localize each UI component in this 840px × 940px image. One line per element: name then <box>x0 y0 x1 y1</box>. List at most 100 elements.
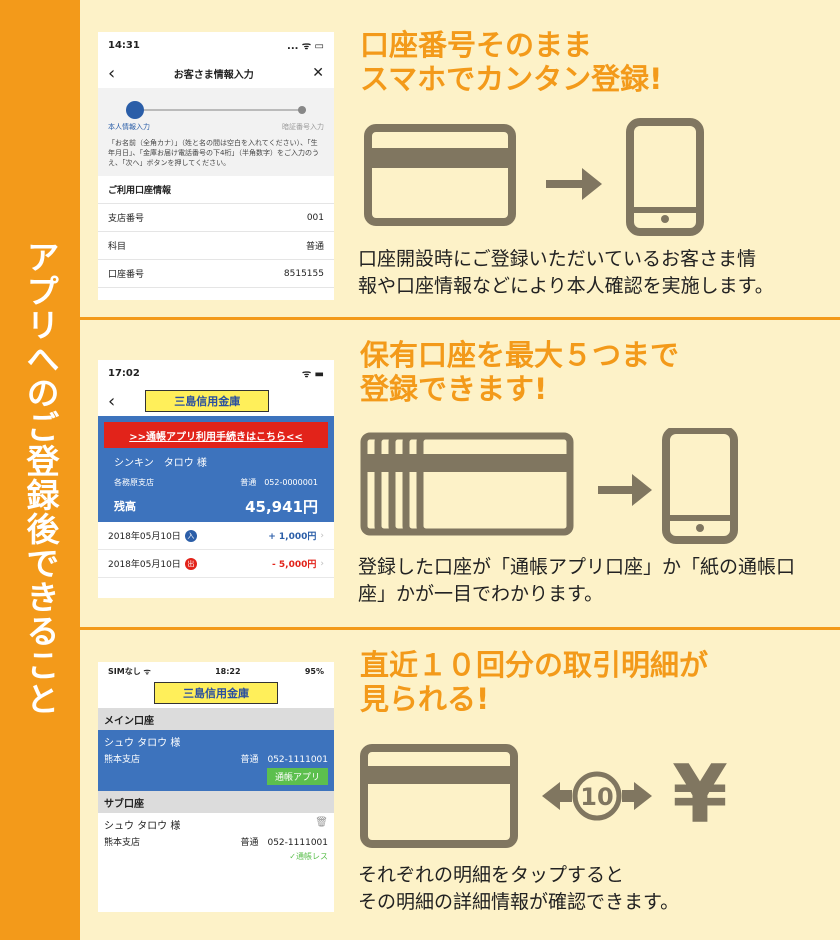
row-label: 科目 <box>108 242 127 252</box>
divider <box>80 627 840 630</box>
info-panel: 本人情報入力 暗証番号入力 「お名前（全角カナ）」（姓と名の間は空白を入れてくだ… <box>98 88 334 176</box>
smartphone-icon <box>626 118 704 236</box>
sidebar: アプリへのご登録後できること <box>0 0 80 940</box>
sub-account-title: サブ口座 <box>98 791 334 813</box>
nav-bar: ‹ お客さま情報入力 ✕ <box>98 58 334 88</box>
app-procedure-link[interactable]: >>通帳アプリ利用手続きはこちら<< <box>104 422 328 448</box>
arrow-left-icon <box>542 782 572 810</box>
main-account-card[interactable]: シュウ タロウ 様 熊本支店 普通 052-1111001 通帳アプリ <box>98 730 334 791</box>
back-icon[interactable]: ‹ <box>108 62 116 84</box>
status-icons: ... ᯤ ▭ <box>287 41 324 52</box>
account-holder: シュウ タロウ 様 <box>104 738 181 749</box>
section3-description: それぞれの明細をタップすると その明細の詳細情報が確認できます。 <box>358 864 680 913</box>
sub-holder-row: シュウ タロウ 様 🗑 <box>104 817 328 835</box>
passbook-app-button[interactable]: 通帳アプリ <box>266 768 328 785</box>
account-info-row: 熊本支店 普通 052-1111001 <box>104 752 328 768</box>
branch-name: 熊本支店 <box>104 838 141 848</box>
divider <box>80 317 840 320</box>
feature-section-2: 17:02 ᯤ ▬ ‹ 三島信用金庫 >>通帳アプリ利用手続きはこちら<< シン… <box>80 318 840 628</box>
account-info-row: 各務原支店 普通 052-0000001 <box>104 474 328 490</box>
branch-name: 熊本支店 <box>104 755 141 765</box>
count-badge <box>572 771 622 821</box>
multiple-cards-icon <box>360 432 574 536</box>
phone-screenshot-2: 17:02 ᯤ ▬ ‹ 三島信用金庫 >>通帳アプリ利用手続きはこちら<< シン… <box>98 360 334 598</box>
sub-account-card[interactable]: シュウ タロウ 様 🗑 熊本支店 普通 052-1111001 ✓通帳レス <box>98 813 334 866</box>
phone-screenshot-1: 14:31 ... ᯤ ▭ ‹ お客さま情報入力 ✕ 本人情報入力 暗証番号入力… <box>98 32 334 300</box>
account-number: 普通 052-1111001 <box>240 838 328 848</box>
step1-label: 本人情報入力 <box>108 123 150 131</box>
step-progress <box>108 98 324 122</box>
status-bar: SIMなし ᯤ 18:22 95% <box>98 662 334 680</box>
close-icon[interactable]: ✕ <box>312 65 324 81</box>
card-history-yen-icon: 10 ¥ <box>360 744 728 848</box>
main-account-title: メイン口座 <box>98 708 334 730</box>
balance-label: 残高 <box>114 500 136 513</box>
chevron-right-icon: › <box>320 558 324 569</box>
sidebar-title: アプリへのご登録後できること <box>21 240 60 716</box>
section3-heading: 直近１０回分の取引明細が 見られる! <box>360 648 709 716</box>
transaction-date: 2018年05月10日 <box>108 560 181 570</box>
section-head-label: ご利用口座情報 <box>108 186 172 196</box>
status-time: 17:02 <box>108 367 140 379</box>
step-labels: 本人情報入力 暗証番号入力 <box>108 122 324 132</box>
account-holder: シンキン タロウ 様 <box>114 457 207 469</box>
account-info-row: 熊本支店 普通 052-1111001 <box>104 835 328 851</box>
status-bar: 14:31 ... ᯤ ▭ <box>98 32 334 58</box>
status-bar: 17:02 ᯤ ▬ <box>98 360 334 386</box>
cards-to-phone-icon <box>360 428 738 544</box>
account-holder-row: シンキン タロウ 様 <box>104 448 328 474</box>
status-time: 14:31 <box>108 39 140 51</box>
table-row[interactable]: 科目 普通 <box>98 232 334 260</box>
account-number: 普通 052-1111001 <box>240 755 328 765</box>
account-card: >>通帳アプリ利用手続きはこちら<< シンキン タロウ 様 各務原支店 普通 0… <box>98 416 334 522</box>
passbook-less-note: ✓通帳レス <box>289 852 328 861</box>
card-icon <box>360 744 518 848</box>
feature-section-3: SIMなし ᯤ 18:22 95% 三島信用金庫 メイン口座 シュウ タロウ 様… <box>80 628 840 940</box>
section-head: ご利用口座情報 <box>98 176 334 204</box>
row-value: 普通 <box>305 242 324 252</box>
trash-icon[interactable]: 🗑 <box>315 817 328 828</box>
bank-name: 三島信用金庫 <box>154 682 278 704</box>
branch-name: 各務原支店 <box>114 477 154 487</box>
card-to-phone-icon <box>364 118 704 236</box>
step-current-dot <box>126 101 144 119</box>
table-row[interactable]: 支店番号 001 <box>98 204 334 232</box>
arrow-right-icon <box>598 474 652 506</box>
account-number: 普通 052-0000001 <box>240 477 318 487</box>
battery-level: 95% <box>304 666 324 676</box>
step2-label: 暗証番号入力 <box>282 123 324 131</box>
nav-bar: ‹ 三島信用金庫 <box>98 386 334 416</box>
instruction-text: 「お名前（全角カナ）」（姓と名の間は空白を入れてください）、「生年月日」、「金庫… <box>108 139 319 167</box>
transaction-row[interactable]: 2018年05月10日 出 - 5,000円 › <box>98 550 334 578</box>
section1-heading: 口座番号そのまま スマホでカンタン登録! <box>360 28 663 96</box>
transaction-row[interactable]: 2018年05月10日 入 + 1,000円 › <box>98 522 334 550</box>
status-icons: ᯤ ▬ <box>301 369 324 380</box>
yen-icon: ¥ <box>672 748 728 841</box>
arrow-right-icon <box>622 782 652 810</box>
smartphone-icon <box>662 428 738 544</box>
section1-description: 口座開設時にご登録いただいているお客さま情 報や口座情報などにより本人確認を実施… <box>358 248 774 297</box>
section2-description: 登録した口座が「通帳アプリ口座」か「紙の通帳口 座」かが一目でわかります。 <box>358 556 796 605</box>
balance-row: 残高 45,941円 <box>104 490 328 522</box>
main-content: 14:31 ... ᯤ ▭ ‹ お客さま情報入力 ✕ 本人情報入力 暗証番号入力… <box>80 0 840 940</box>
feature-section-1: 14:31 ... ᯤ ▭ ‹ お客さま情報入力 ✕ 本人情報入力 暗証番号入力… <box>80 0 840 318</box>
row-label: 口座番号 <box>108 270 145 280</box>
row-value: 8515155 <box>283 268 324 279</box>
step-next-dot <box>298 106 306 114</box>
transaction-amount: - 5,000円 <box>272 560 317 570</box>
table-row[interactable]: 口座番号 8515155 <box>98 260 334 288</box>
back-icon[interactable]: ‹ <box>108 390 116 412</box>
screen-title: お客さま情報入力 <box>173 69 254 81</box>
balance-amount: 45,941円 <box>245 497 318 516</box>
bank-name: 三島信用金庫 <box>145 390 270 412</box>
withdrawal-icon: 出 <box>184 557 197 570</box>
row-label: 支店番号 <box>108 214 145 224</box>
arrow-right-icon <box>546 168 602 200</box>
section2-heading: 保有口座を最大５つまで 登録できます! <box>360 338 680 406</box>
deposit-icon: 入 <box>184 529 197 542</box>
chevron-right-icon: › <box>320 530 324 541</box>
account-holder: シュウ タロウ 様 <box>104 821 181 832</box>
card-icon <box>364 124 516 226</box>
header: 三島信用金庫 <box>98 680 334 708</box>
carrier-label: SIMなし ᯤ <box>108 666 151 676</box>
